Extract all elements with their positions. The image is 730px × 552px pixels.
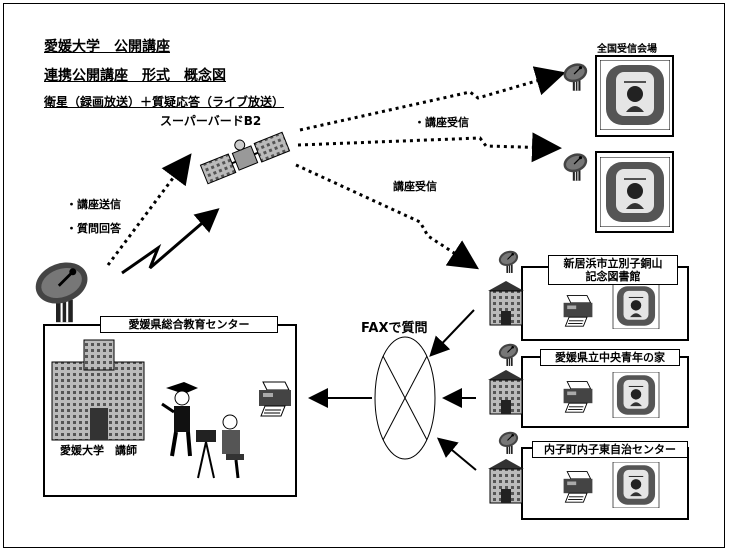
site-classroom-icon-1 <box>612 283 660 329</box>
signal-zigzag-icon <box>121 208 220 275</box>
title-line-2: 連携公開講座 形式 概念図 <box>44 68 226 84</box>
downlink-label-2: 講座受信 <box>393 180 437 193</box>
school-building-icon <box>51 339 145 441</box>
lecturer-icon <box>161 382 198 457</box>
uplink-label-send: ・講座送信 <box>66 198 121 211</box>
satellite-name: スーパーバードB2 <box>160 114 262 128</box>
site-building-icon-1 <box>487 280 525 326</box>
downlink-arrow-2 <box>297 132 562 163</box>
site-building-icon-3 <box>487 458 525 504</box>
uplink-arrow <box>106 153 192 266</box>
site-classroom-icon-3 <box>612 462 660 508</box>
site-dish-icon-3 <box>496 428 521 455</box>
site-dish-icon-1 <box>496 247 521 274</box>
downlink-arrow-1 <box>299 66 566 132</box>
fax-relay-icon <box>374 336 436 460</box>
downlink-label-1: ・講座受信 <box>414 116 469 129</box>
site-label-3: 内子町内子東自治センター <box>532 441 688 459</box>
downlink-arrow-3 <box>295 163 480 270</box>
satellite-icon <box>199 131 291 185</box>
center-name-label: 愛媛県総合教育センター <box>100 316 278 334</box>
site-box-3 <box>521 447 689 520</box>
site-building-icon-2 <box>487 369 525 415</box>
lecturer-label: 愛媛大学 講師 <box>60 444 137 457</box>
title-line-1: 愛媛大学 公開講座 <box>44 39 170 55</box>
site-label-2: 愛媛県立中央青年の家 <box>540 349 680 367</box>
classroom-icon-1 <box>600 60 670 130</box>
camera-operator-icon <box>196 414 244 479</box>
site-classroom-icon-2 <box>612 372 660 418</box>
receiver-dish-icon-1 <box>560 60 591 92</box>
receiver-dish-icon-2 <box>560 150 591 182</box>
title-line-3: 衛星（録画放送）＋質疑応答（ライブ放送） <box>44 95 285 109</box>
fax-arrow-1 <box>429 309 475 357</box>
fax-question-label: FAXで質問 <box>361 321 428 336</box>
site-dish-icon-2 <box>496 340 521 367</box>
uplink-dish-icon <box>28 253 95 324</box>
site-label-1: 新居浜市立別子銅山 記念図書館 <box>548 255 678 286</box>
classroom-icon-2 <box>600 157 670 227</box>
diagram-frame <box>3 3 725 548</box>
nationwide-sites-label: 全国受信会場 <box>597 44 657 55</box>
uplink-label-answer: ・質問回答 <box>66 222 121 235</box>
site-box-2 <box>521 356 689 428</box>
fax-arrow-3 <box>436 437 477 471</box>
